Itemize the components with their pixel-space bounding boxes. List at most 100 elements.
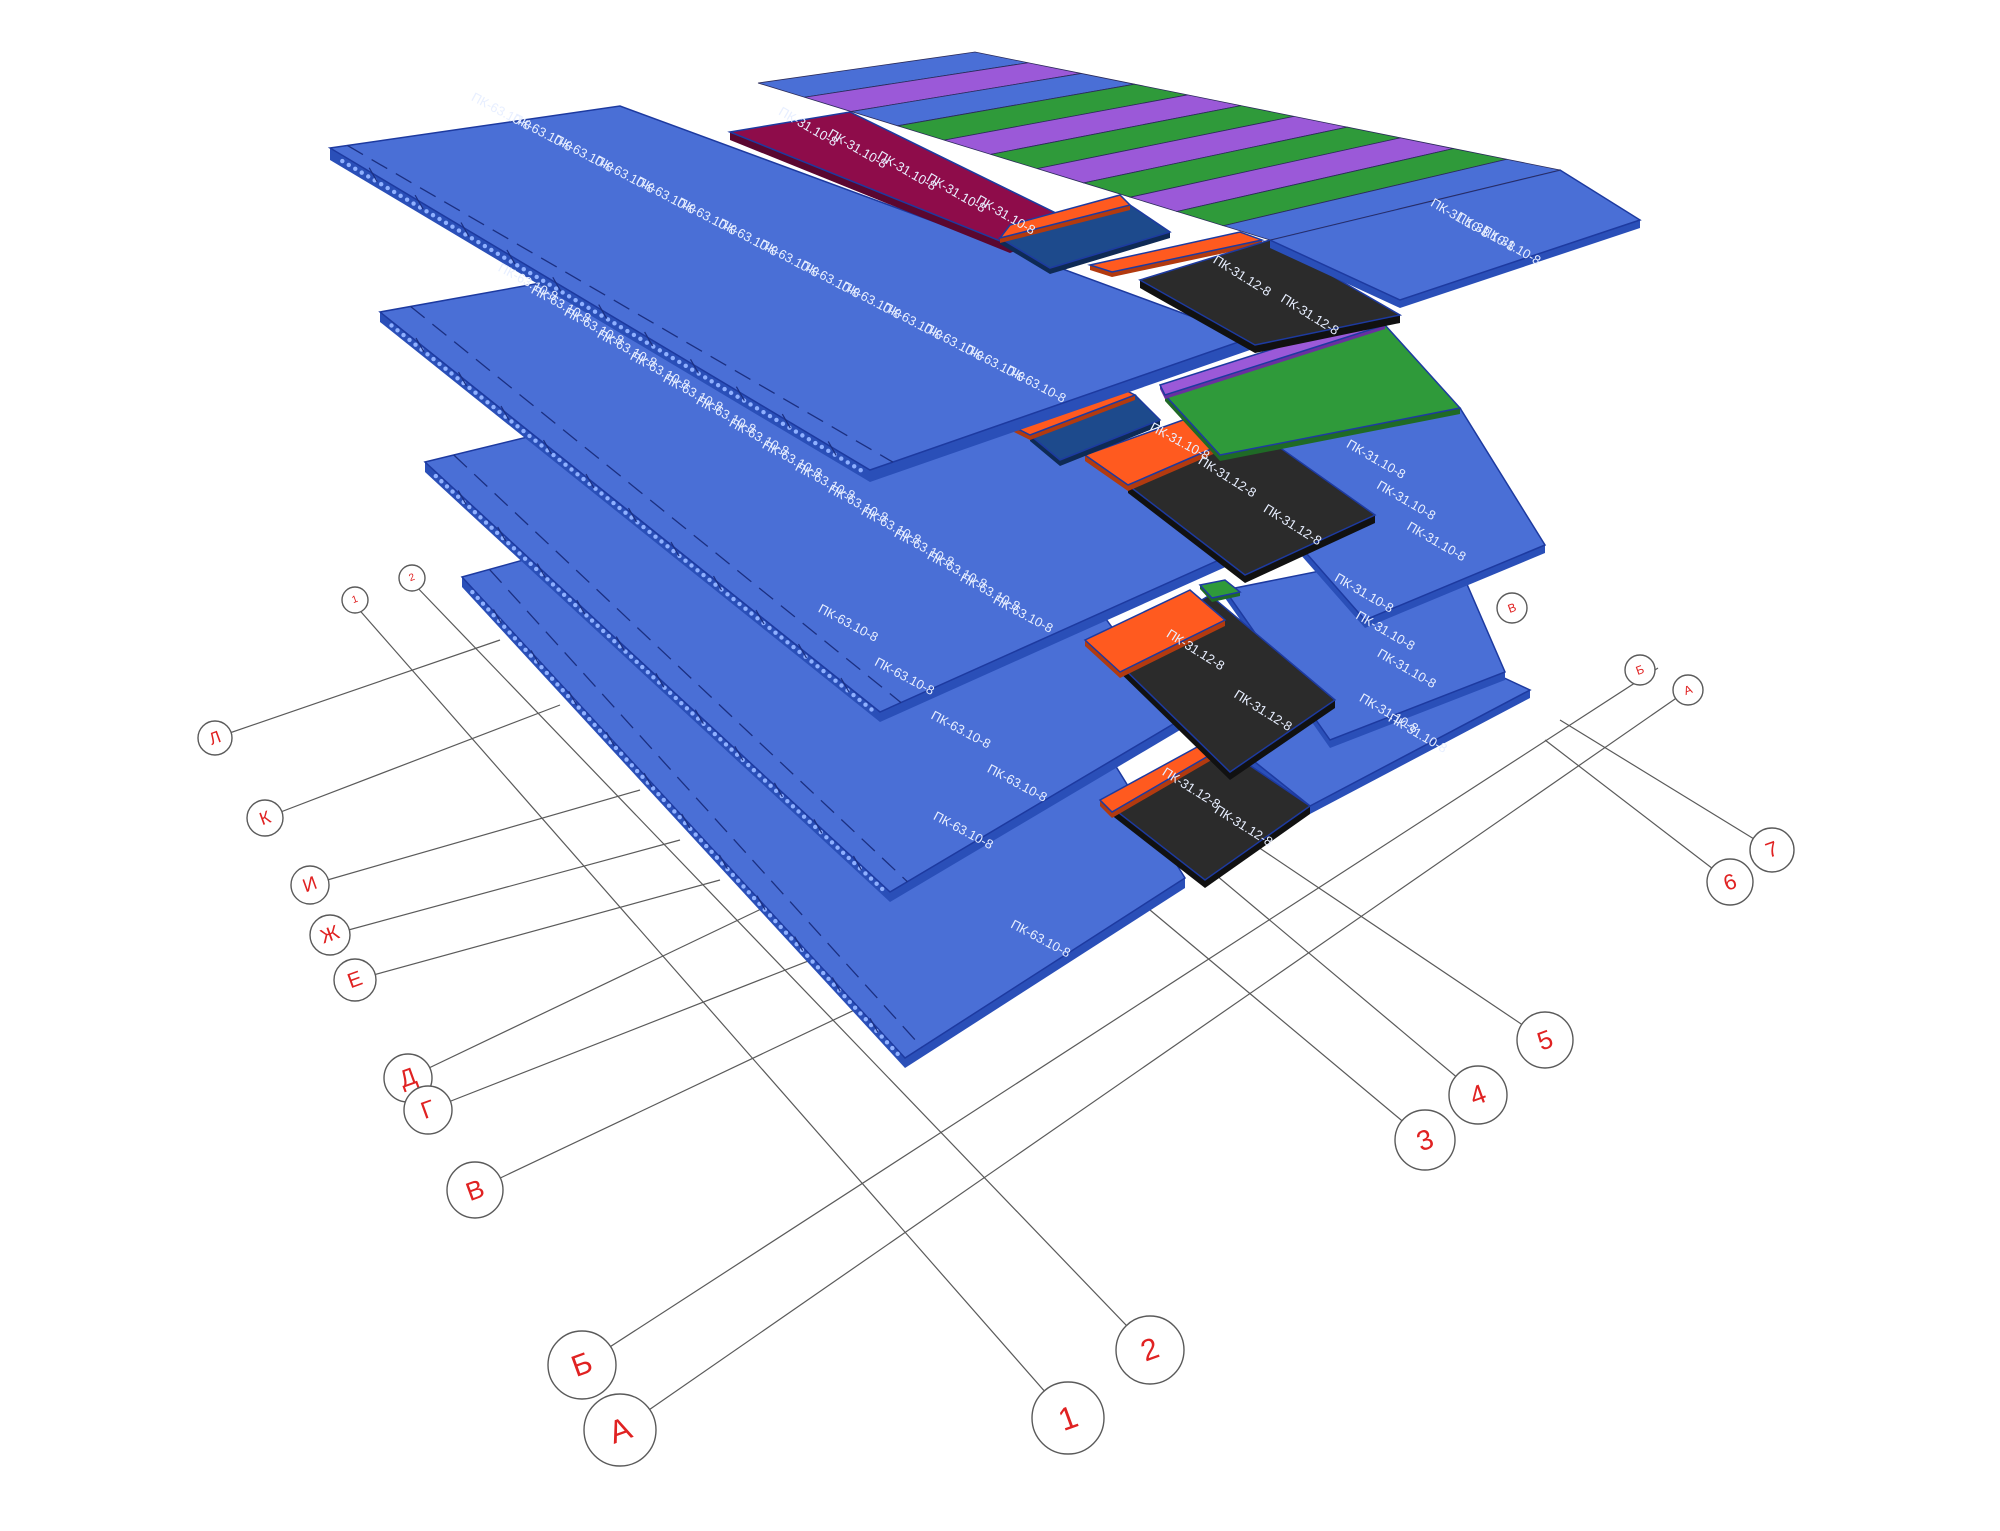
level4-main-slab-void: [346, 162, 351, 168]
level1-main-slab-void: [581, 711, 587, 716]
level3-main-slab-tick: [627, 507, 638, 523]
level1-main-slab-void: [677, 815, 682, 820]
level4-main-slab-void: [664, 352, 669, 357]
level4-main-slab-void: [631, 332, 637, 338]
level1-main-slab-void: [507, 630, 512, 635]
axis-bubble-number-5-circle: [1516, 1011, 1574, 1069]
level3-main-slab-tick: [500, 405, 510, 421]
level1-main-slab-void: [629, 763, 635, 768]
axis-bubble-far-letter-2: Б: [1624, 654, 1656, 686]
axis-bubble-number-2: 2: [1115, 1315, 1185, 1385]
level1-main-slab-tick: [831, 977, 841, 992]
level4-main-slab-void: [340, 158, 345, 164]
level1-main-slab-tick: [718, 854, 728, 870]
level4-main-slab-void: [528, 270, 533, 276]
axis-bubble-letter-7: Г: [403, 1085, 453, 1135]
level3-main-slab-void: [701, 572, 706, 578]
level4-orange-strip-2-front-face: [1112, 240, 1262, 277]
level3-main-slab-void: [491, 404, 496, 410]
axis-line-num-5: [1254, 844, 1546, 1041]
level2-main-slab-void: [684, 706, 690, 711]
level3-main-slab-void: [539, 443, 544, 448]
axis-bubble-far-number-1-label: 1: [351, 594, 360, 606]
axis-bubble-number-4-circle: [1448, 1065, 1508, 1125]
level1-main-slab-tick: [492, 609, 502, 624]
level4-main-slab-void: [443, 220, 449, 226]
level3-orange-strip-side-face: [1085, 455, 1128, 491]
level1-orange-strip-side-face: [1100, 800, 1112, 818]
level2-main-slab-void: [534, 566, 539, 572]
axis-bubble-number-1-circle: [1031, 1381, 1105, 1455]
level2-main-slab-void: [489, 525, 494, 530]
level3-main-slab-void: [683, 558, 688, 563]
axis-bubble-number-6: 6: [1706, 858, 1754, 906]
level3-main-slab-tick: [542, 439, 553, 455]
level1-main-slab-void: [805, 953, 810, 958]
level2-main-slab-void: [589, 618, 595, 623]
level3-main-slab-void: [671, 548, 676, 554]
level1-main-slab-void: [475, 595, 480, 601]
level1-main-slab-tick: [568, 690, 578, 706]
axis-line-num-2: [411, 581, 1151, 1351]
level1-main-slab-void: [783, 930, 789, 935]
level1-main-slab-tick: [643, 772, 653, 788]
level3-main-slab-tick: [840, 677, 850, 693]
level4-main-slab-void: [391, 189, 397, 195]
axis-bubble-letter-10-circle: [583, 1393, 657, 1467]
level4-orange-strip: [998, 194, 1132, 240]
level1-main-slab-void: [502, 624, 507, 629]
level1-main-slab-void: [587, 716, 592, 722]
level2-main-slab-void: [556, 587, 561, 592]
level2-main-slab-void: [679, 700, 684, 706]
level4-main-slab-tick: [506, 249, 516, 265]
level4-main-slab-void: [398, 193, 403, 199]
level1-main-slab-void: [656, 791, 661, 797]
axis-bubble-letter-2-circle: [246, 799, 284, 837]
level4-main-slab-void: [612, 321, 617, 326]
level2-main-slab-tick: [615, 636, 625, 651]
level4-black-slab: [1138, 239, 1403, 346]
level2-main-slab-void: [874, 881, 879, 886]
level4-navy-strip-side-face: [1000, 238, 1050, 274]
level3-main-slab-void: [401, 332, 406, 338]
level3-main-slab-void: [527, 433, 532, 439]
level2-black-slab-side-face: [1110, 655, 1230, 780]
level1-main-slab-void: [661, 797, 666, 803]
level4-main-slab-void: [806, 437, 812, 442]
level2-main-slab-seam: [453, 454, 908, 883]
level3-main-slab-void: [557, 457, 562, 463]
level3-main-slab-void: [569, 467, 574, 472]
axis-bubble-letter-7-circle: [403, 1085, 453, 1135]
level2-main-slab-tick: [536, 563, 546, 578]
level1-main-slab-void: [730, 872, 736, 878]
level4-main-slab-void: [735, 394, 740, 399]
level4-main-slab-void: [780, 421, 786, 426]
level2-main-slab-void: [751, 768, 757, 773]
level1-main-slab-void: [879, 1034, 884, 1039]
level1-main-slab-void: [539, 664, 544, 670]
level2-main-slab-void: [483, 520, 489, 525]
axis-bubble-number-1: 1: [1031, 1381, 1105, 1455]
level1-main-slab-void: [735, 878, 741, 883]
axis-line-6: [407, 899, 781, 1079]
level4-main-slab-void: [553, 286, 559, 291]
level4-main-slab-void: [540, 278, 546, 284]
level2-main-slab-void: [550, 582, 556, 587]
level1-main-slab-void: [714, 855, 720, 860]
level3-main-slab-tick: [712, 575, 723, 591]
level4-stripe-slab: [1221, 158, 1561, 241]
level4-main-slab-void: [800, 433, 805, 438]
level3-main-slab-void: [581, 476, 586, 482]
level4-main-slab-tick: [689, 359, 700, 374]
level4-main-slab-void: [353, 166, 358, 171]
level2-main-slab-tick: [655, 672, 665, 688]
level4-main-slab-void: [566, 294, 572, 299]
level3-main-slab-seam: [410, 305, 902, 704]
level1-main-slab-void: [709, 849, 714, 855]
level2-main-slab-void: [790, 804, 796, 809]
level2-main-slab-void: [494, 530, 500, 536]
level4-main-slab-tick: [781, 413, 791, 429]
level1-main-slab-void: [746, 890, 751, 895]
